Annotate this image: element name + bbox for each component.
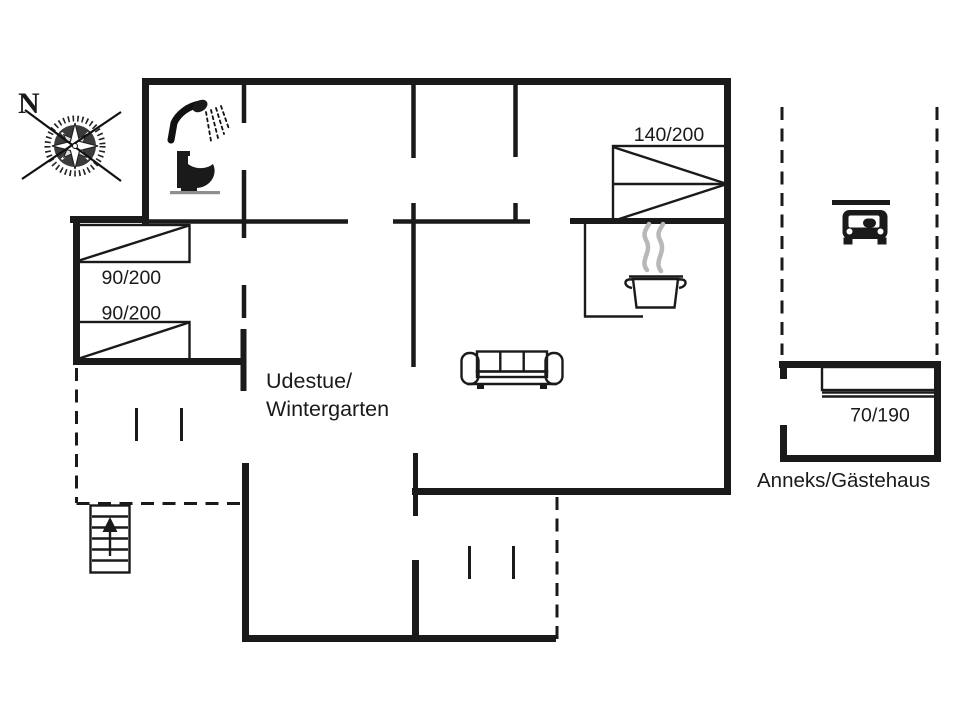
single-bed-bottom-size-label: 90/200 xyxy=(102,303,162,325)
double-bed-size-label: 140/200 xyxy=(634,124,705,146)
toilet-icon xyxy=(170,151,220,195)
steam xyxy=(642,221,652,273)
compass-center xyxy=(72,143,78,149)
sofa-seat xyxy=(475,370,549,379)
car-driver xyxy=(863,218,876,228)
bed-outline xyxy=(74,223,191,264)
sofa-foot xyxy=(477,384,484,389)
compass-tick-ring xyxy=(44,115,106,177)
pot-body xyxy=(631,277,680,309)
toilet-body xyxy=(177,151,215,188)
sofa-foot xyxy=(540,384,547,389)
exterior-walls xyxy=(70,78,941,642)
bed-diagonal xyxy=(612,182,728,223)
sunroom-label-line1: Udestue/ xyxy=(266,369,352,393)
carport-roof xyxy=(832,200,890,205)
north-label: N xyxy=(18,87,40,120)
bed-diagonal xyxy=(75,321,190,361)
double-bed-icon xyxy=(611,144,729,223)
annex-label: Anneks/Gästehaus xyxy=(757,469,930,492)
dashed-boundaries xyxy=(75,107,939,640)
pot-handle xyxy=(624,278,635,290)
toilet-foot xyxy=(181,186,197,192)
car-wheel xyxy=(877,237,887,245)
single-bed-top-size-label: 90/200 xyxy=(102,267,162,289)
stairs-up-icon xyxy=(89,504,131,574)
compass-needle xyxy=(21,111,122,180)
shower-spray xyxy=(205,105,230,142)
bed-outline xyxy=(820,365,939,392)
car-headlight xyxy=(877,228,884,235)
opening-ticks xyxy=(135,408,515,579)
stove-pot-icon xyxy=(624,221,687,309)
sofa-icon xyxy=(460,350,564,389)
shower-head xyxy=(192,99,208,113)
bed-diagonal xyxy=(75,224,190,263)
car-wheel xyxy=(843,237,853,245)
stairs-arrow-head xyxy=(102,517,118,532)
carport-car-icon xyxy=(832,200,890,245)
interior-walls xyxy=(145,78,530,516)
single-bed-top-icon xyxy=(74,223,191,264)
stairs-outline xyxy=(89,504,131,574)
bed-diagonal xyxy=(612,145,728,186)
steam xyxy=(656,221,666,274)
single-bed-bottom-icon xyxy=(74,320,191,362)
sofa-back xyxy=(475,350,549,373)
shower-icon xyxy=(167,99,230,144)
car-headlight xyxy=(846,228,853,235)
annex-bed-icon xyxy=(820,365,939,398)
bed-outline xyxy=(74,320,191,362)
sunroom-label-line2: Wintergarten xyxy=(266,397,389,421)
pot-handle xyxy=(676,278,687,290)
annex-bed-size-label: 70/190 xyxy=(850,405,910,427)
kitchen-counter xyxy=(583,222,643,318)
compass-rose-icon xyxy=(21,109,122,182)
toilet-floor-line xyxy=(170,191,220,195)
